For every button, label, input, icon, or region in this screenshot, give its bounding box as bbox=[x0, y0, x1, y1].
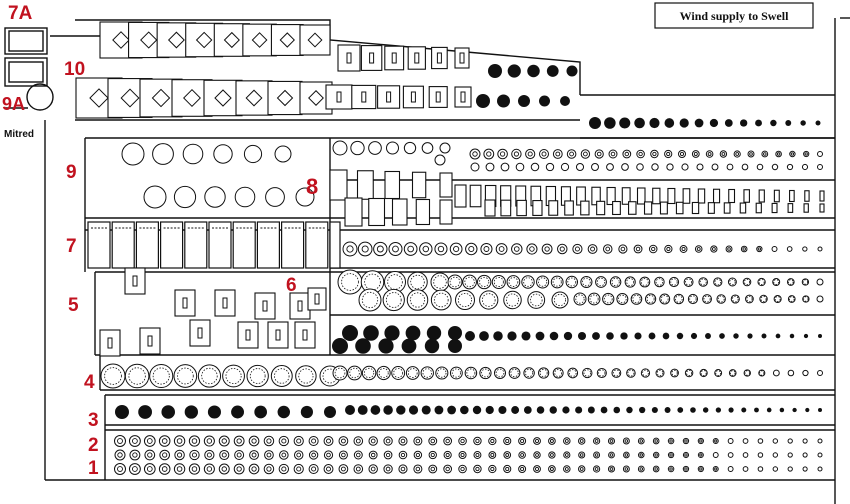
label-7a: 7A bbox=[8, 3, 33, 24]
label-2: 2 bbox=[88, 435, 99, 456]
mitred-note: Mitred bbox=[4, 129, 34, 140]
label-9a: 9A bbox=[2, 94, 25, 114]
label-1: 1 bbox=[88, 458, 99, 479]
svg-text:Wind supply to Swell: Wind supply to Swell bbox=[680, 9, 789, 23]
label-8: 8 bbox=[306, 174, 318, 199]
label-10: 10 bbox=[64, 59, 85, 80]
label-9: 9 bbox=[66, 162, 77, 183]
label-6: 6 bbox=[286, 275, 297, 296]
wind-supply-caption: Wind supply to Swell bbox=[654, 2, 814, 29]
label-7: 7 bbox=[66, 236, 77, 257]
label-3: 3 bbox=[88, 410, 99, 431]
pipe-symbols bbox=[75, 21, 825, 475]
label-4: 4 bbox=[84, 372, 95, 393]
label-5: 5 bbox=[68, 295, 79, 316]
